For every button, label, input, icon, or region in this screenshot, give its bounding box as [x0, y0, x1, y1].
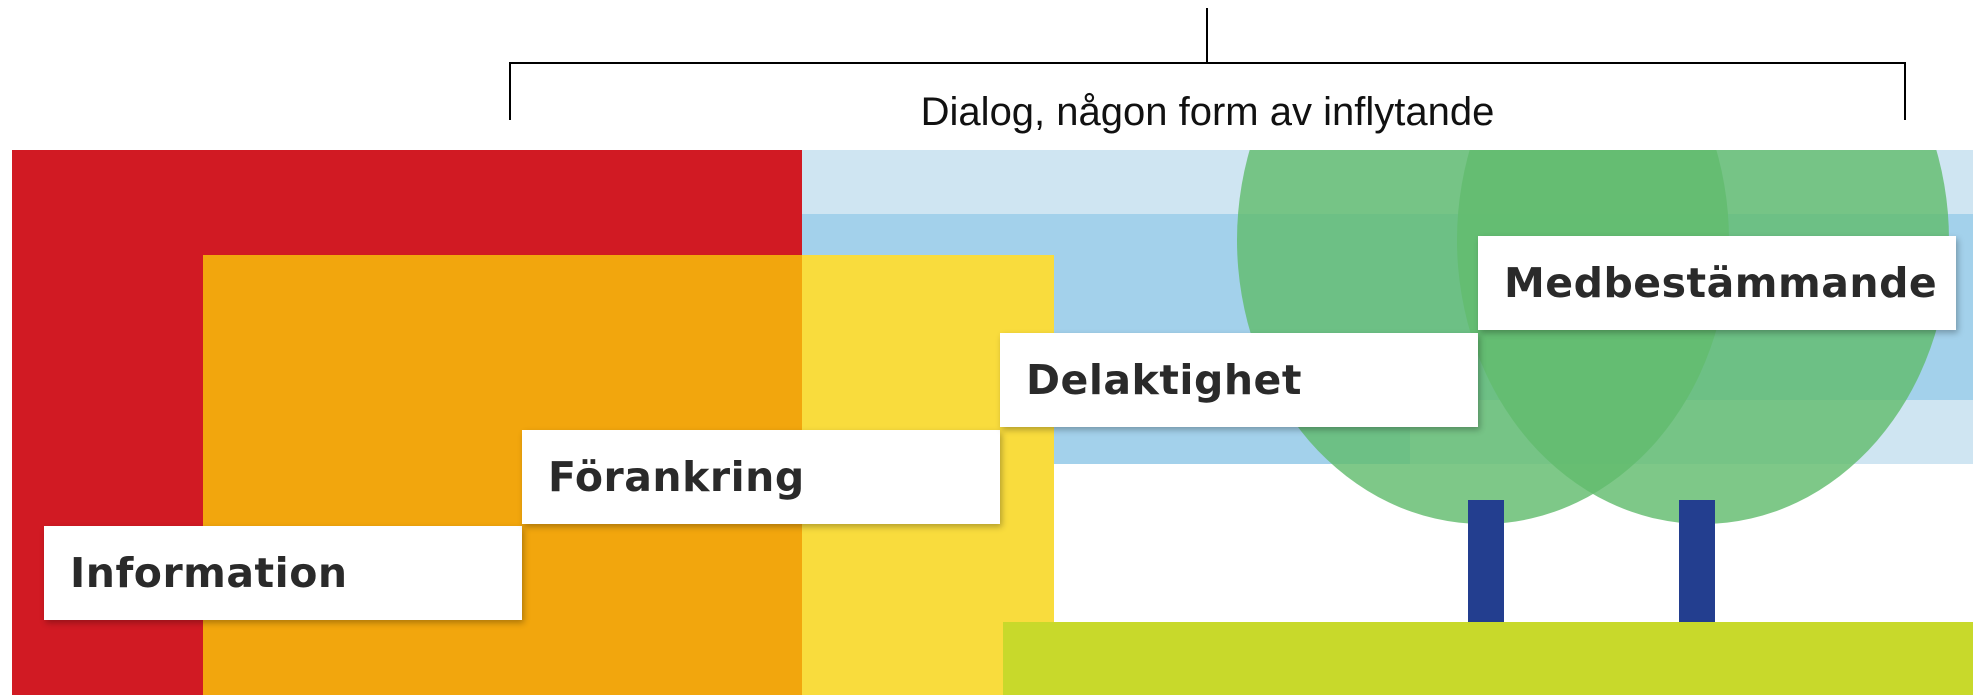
bracket-top-line	[509, 62, 1906, 64]
bracket-right-leg	[1904, 62, 1906, 120]
bracket-label: Dialog, någon form av inflytande	[920, 90, 1495, 134]
step-medbestammande: Medbestämmande	[1478, 236, 1956, 330]
step-information: Information	[44, 526, 522, 620]
tree-right-trunk	[1679, 500, 1715, 625]
bracket-stem	[1206, 8, 1208, 64]
tree-left-trunk	[1468, 500, 1504, 625]
grass-ground	[1003, 622, 1973, 695]
step-delaktighet: Delaktighet	[1000, 333, 1478, 427]
step-forankring: Förankring	[522, 430, 1000, 524]
bracket-left-leg	[509, 62, 511, 120]
